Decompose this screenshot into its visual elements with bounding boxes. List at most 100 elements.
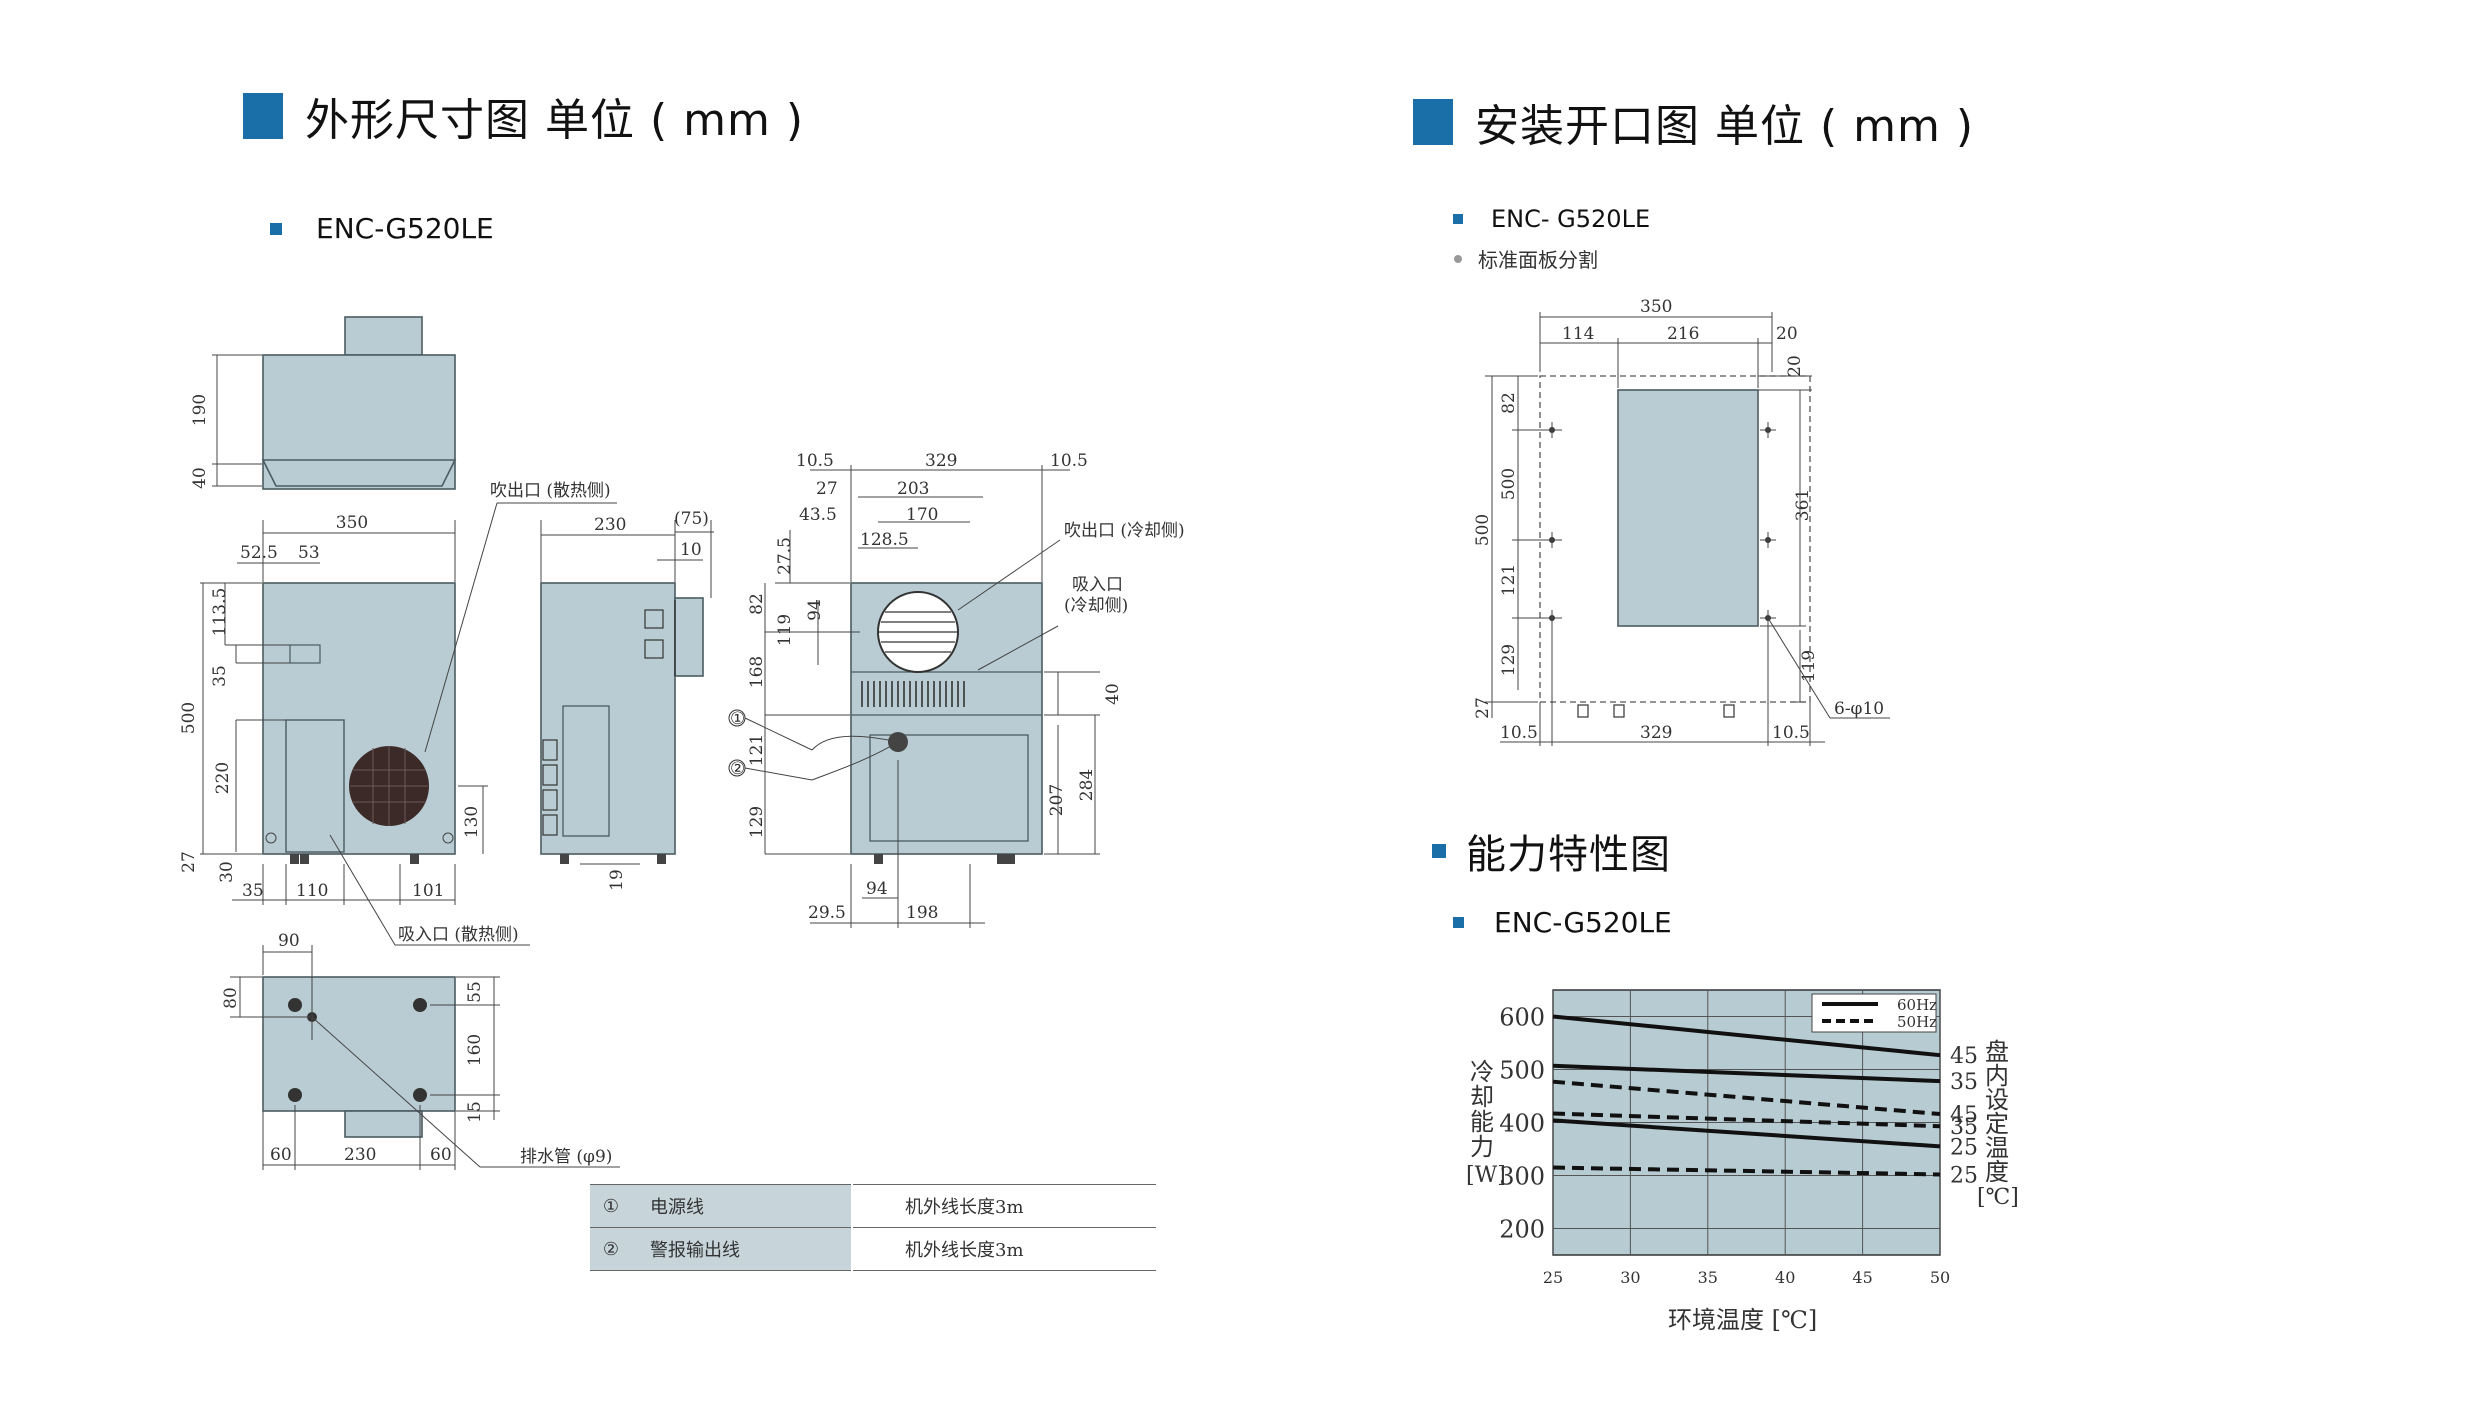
capability-section-title: 能力特性图: [1432, 822, 1671, 880]
series-line: [1552, 1111, 1941, 1129]
right-section-title: 安装开口图 单位 ( mm ): [1413, 90, 1974, 154]
outlet-hot-label: 吹出口 (散热侧): [490, 481, 611, 501]
dim-cut-361: 361: [1793, 489, 1813, 521]
dim-front-130: 130: [462, 806, 482, 838]
bottom-view: 90 80 55 160 15 60 230 60 排水管 (φ9): [221, 931, 620, 1170]
dim-rear-119: 119: [775, 614, 795, 646]
dim-bottom-80: 80: [221, 987, 241, 1009]
dim-front-110: 110: [296, 881, 328, 901]
right-axis-label-char: 度: [1985, 1158, 2009, 1186]
series-end-label: 45: [1950, 1044, 1978, 1069]
series-line: [1552, 1079, 1941, 1117]
dim-cut-10-5b: 10.5: [1772, 723, 1810, 743]
dim-rear-27: 27: [816, 479, 838, 499]
series-end-label: 35: [1950, 1115, 1978, 1140]
series-end-label: 25: [1950, 1163, 1978, 1188]
y-axis-label-char: 冷: [1470, 1058, 1494, 1086]
dim-cut-82: 82: [1499, 392, 1519, 414]
x-tick-label: 45: [1852, 1268, 1872, 1287]
dim-rear-203: 203: [897, 479, 929, 499]
bullet-square-icon: [270, 222, 282, 235]
series-end-label: 45: [1950, 1103, 1978, 1128]
side-view: 230 (75) 10 19: [540, 509, 714, 891]
chart-series: [1552, 1014, 1941, 1177]
bullet-dot-icon: [1454, 254, 1462, 263]
row-num: ①: [590, 1184, 632, 1228]
dim-front-220: 220: [213, 762, 233, 794]
inlet-cold-label-2: (冷却侧): [1064, 596, 1128, 616]
x-tick-label: 50: [1930, 1268, 1950, 1287]
right-axis-label-char: 定: [1985, 1110, 2009, 1138]
front-view: 350 52.5 53 113.5 35 500 220 27 30 35 11…: [179, 481, 617, 946]
dim-cut-329: 329: [1640, 723, 1672, 743]
dim-bottom-60a: 60: [270, 1145, 292, 1165]
holes-label: 6-φ10: [1834, 699, 1884, 719]
dim-rear-94: 94: [805, 599, 825, 621]
right-axis-label-char: 温: [1985, 1134, 2009, 1162]
dim-front-350: 350: [336, 513, 368, 533]
dim-rear-40: 40: [1103, 683, 1123, 705]
bullet-square-icon: [1432, 844, 1446, 858]
y-tick-label: 200: [1499, 1216, 1545, 1244]
side-view-body: [540, 582, 676, 855]
dim-rear-207: 207: [1047, 784, 1067, 816]
dim-front-113-5: 113.5: [210, 588, 230, 637]
right-axis-label-char: 设: [1985, 1086, 2009, 1114]
dim-cut-114: 114: [1562, 324, 1594, 344]
series-line: [1552, 1063, 1941, 1084]
dim-rear-128-5: 128.5: [860, 530, 909, 550]
y-tick-label: 500: [1499, 1057, 1545, 1085]
dim-rear-170: 170: [906, 505, 938, 525]
bullet-square-icon: [1453, 214, 1463, 224]
dim-rear-10-5b: 10.5: [1050, 451, 1088, 471]
y-tick-label: 400: [1499, 1110, 1545, 1138]
series-line: [1552, 1014, 1941, 1058]
dim-top-40: 40: [190, 467, 210, 489]
dim-front-35b: 35: [242, 881, 264, 901]
y-tick-label: 300: [1499, 1163, 1545, 1191]
dim-rear-82: 82: [747, 593, 767, 615]
row-num: ②: [590, 1227, 632, 1271]
dim-rear-29-5: 29.5: [808, 903, 846, 923]
right-axis-label-char: 盘: [1985, 1038, 2009, 1066]
row-value: 机外线长度3m: [851, 1184, 1156, 1228]
dim-cut-129: 129: [1499, 644, 1519, 676]
dim-cut-119: 119: [1799, 650, 1819, 682]
dim-cut-500a: 500: [1499, 468, 1519, 500]
right-axis-label-char: 内: [1985, 1062, 2009, 1090]
inlet-cold-label-1: 吸入口: [1072, 575, 1123, 595]
dim-cut-121: 121: [1499, 564, 1519, 596]
inlet-hot-label: 吸入口 (散热侧): [398, 925, 519, 945]
dim-bottom-55: 55: [465, 981, 485, 1003]
dim-cut-216: 216: [1667, 324, 1699, 344]
x-tick-label: 25: [1543, 1268, 1563, 1287]
series-end-label: 35: [1950, 1070, 1978, 1095]
series-line: [1552, 1165, 1941, 1177]
legend-50hz: 50Hz: [1897, 1013, 1937, 1031]
dim-front-30: 30: [217, 861, 237, 883]
table-row: ① 电源线 机外线长度3m: [590, 1184, 1156, 1228]
cable-mark-2: ②: [730, 759, 745, 779]
top-view-duct: [344, 316, 423, 356]
bottom-view-duct: [344, 1110, 423, 1138]
front-view-body: [262, 582, 456, 855]
dim-rear-284: 284: [1077, 769, 1097, 801]
capability-model-label: ENC-G520LE: [1453, 906, 1672, 939]
drain-label: 排水管 (φ9): [520, 1147, 612, 1167]
dim-bottom-160: 160: [465, 1034, 485, 1066]
dim-rear-43-5: 43.5: [799, 505, 837, 525]
dim-side-75: (75): [674, 509, 709, 529]
dim-rear-129: 129: [747, 806, 767, 838]
series-line: [1552, 1118, 1941, 1149]
dim-rear-329: 329: [925, 451, 957, 471]
dim-rear-27-5: 27.5: [775, 537, 795, 575]
dim-cut-500b: 500: [1473, 514, 1493, 546]
x-axis-label: 环境温度 [℃]: [1668, 1306, 1817, 1334]
cable-mark-1: ①: [730, 709, 745, 729]
dim-front-35: 35: [210, 665, 230, 687]
x-tick-label: 40: [1775, 1268, 1795, 1287]
